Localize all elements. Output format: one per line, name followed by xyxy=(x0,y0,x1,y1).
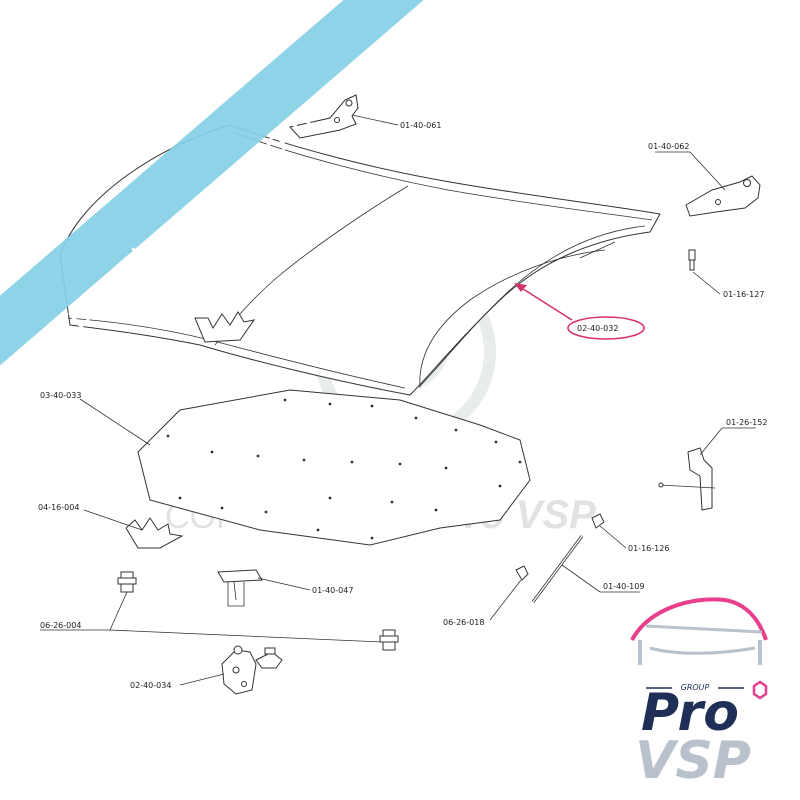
clip-01-16-126: 01-16-126 xyxy=(591,513,669,553)
logo-pro-text: Pro xyxy=(641,683,739,743)
logo-group-text: GROUP xyxy=(681,683,710,692)
label-03-40-033: 03-40-033 xyxy=(40,391,81,400)
hood-bumper-part xyxy=(194,311,256,343)
hinge-right: 01-40-062 xyxy=(648,142,761,217)
label-01-40-061: 01-40-061 xyxy=(400,121,441,130)
label-02-40-032: 02-40-032 xyxy=(577,324,618,333)
label-01-40-062: 01-40-062 xyxy=(648,142,689,151)
hood-label-group: 02-40-032 xyxy=(514,283,645,340)
label-01-40-047: 01-40-047 xyxy=(312,586,353,595)
prop-rod-holder: 01-26-152 xyxy=(658,418,767,511)
label-01-16-127: 01-16-127 xyxy=(723,290,764,299)
label-06-26-004: 06-26-004 xyxy=(40,621,81,630)
label-04-16-004: 04-16-004 xyxy=(38,503,79,512)
label-02-40-034: 02-40-034 xyxy=(130,681,171,690)
label-06-26-018: 06-26-018 xyxy=(443,618,484,627)
hood-latch: 02-40-034 xyxy=(130,645,283,695)
logo-vsp-text: VSP xyxy=(635,731,751,791)
label-01-40-109: 01-40-109 xyxy=(603,582,644,591)
highlight-ellipse xyxy=(567,316,645,340)
clip-01-16-127: 01-16-127 xyxy=(688,249,764,299)
label-01-26-152: 01-26-152 xyxy=(726,418,767,427)
insulation-pad: 03-40-033 xyxy=(40,389,531,546)
rubber-bumper: 04-16-004 xyxy=(38,503,184,549)
adjustable-stops: 06-26-004 xyxy=(40,571,399,651)
prop-rod: 01-40-109 xyxy=(531,535,644,603)
grommet-06-26-018: 06-26-018 xyxy=(443,565,529,627)
label-01-16-126: 01-16-126 xyxy=(628,544,669,553)
hinge-left: 01-40-061 xyxy=(289,94,441,139)
provsp-logo: GROUP Pro VSP xyxy=(630,597,768,791)
latch-bracket: 01-40-047 xyxy=(217,569,353,607)
